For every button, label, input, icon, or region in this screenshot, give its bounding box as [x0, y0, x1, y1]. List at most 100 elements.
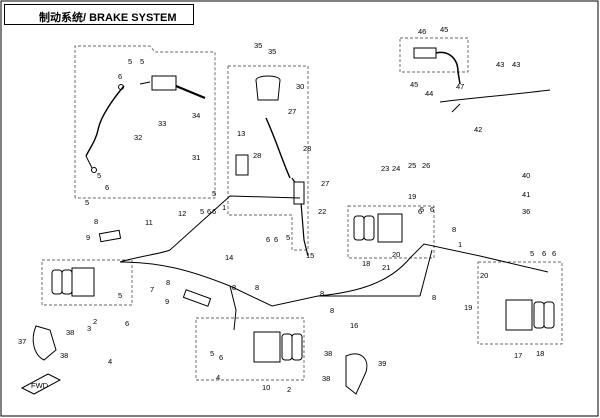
calipers: [51, 213, 555, 363]
callout: 23: [381, 164, 389, 173]
callout: 6: [430, 205, 434, 214]
callout: 18: [362, 259, 370, 268]
callout: 42: [474, 125, 482, 134]
callout: 1: [458, 240, 462, 249]
title-box: 制动系统/ BRAKE SYSTEM: [4, 4, 194, 25]
brake-lines: [119, 195, 549, 331]
group-boxes: [41, 37, 563, 381]
group-box-right-caliper: [477, 261, 563, 345]
callout: 8: [320, 289, 324, 298]
callout: 6: [207, 207, 211, 216]
callout: 20: [480, 271, 488, 280]
callout: 8: [330, 306, 334, 315]
callout: 8: [452, 225, 456, 234]
callout: 5: [97, 171, 101, 180]
callout: 35: [254, 41, 262, 50]
callout: 18: [536, 349, 544, 358]
handbrake-lever: [413, 47, 551, 113]
callout: 1: [222, 203, 226, 212]
callout: 44: [425, 89, 433, 98]
callout: 33: [158, 119, 166, 128]
callout: 47: [456, 82, 464, 91]
callout: 43: [496, 60, 504, 69]
callout: 10: [262, 383, 270, 392]
callout: 26: [422, 161, 430, 170]
callout: 46: [418, 27, 426, 36]
callout: 32: [134, 133, 142, 142]
callout: 41: [522, 190, 530, 199]
callout: 5: [128, 57, 132, 66]
callout: 7: [150, 285, 154, 294]
callout: 38: [324, 349, 332, 358]
callout: 4: [216, 373, 220, 382]
group-box-left-caliper: [41, 259, 133, 306]
group-box-rear-master: [227, 65, 309, 251]
callout: 6: [219, 353, 223, 362]
callout: 9: [86, 233, 90, 242]
callout: 4: [108, 357, 112, 366]
callout: 28: [253, 151, 261, 160]
callout: 22: [318, 207, 326, 216]
callout: 6: [105, 183, 109, 192]
callout: 5: [200, 207, 204, 216]
callout: 16: [350, 321, 358, 330]
group-box-front-master: [74, 45, 216, 199]
callout: 11: [145, 218, 153, 227]
callout: 30: [296, 82, 304, 91]
callout: 40: [522, 171, 530, 180]
callout: 14: [225, 253, 233, 262]
guards: [32, 229, 368, 395]
callout: 35: [268, 47, 276, 56]
rear-reservoir: [235, 75, 309, 257]
callout: 13: [237, 129, 245, 138]
callout: 27: [321, 179, 329, 188]
callout: 8: [432, 293, 436, 302]
callout: 5: [85, 198, 89, 207]
callout: 38: [60, 351, 68, 360]
callout: 19: [408, 192, 416, 201]
callout: 39: [378, 359, 386, 368]
callout: 19: [464, 303, 472, 312]
callout: 9: [165, 297, 169, 306]
fwd-badge: FWD: [20, 373, 62, 395]
callout: 6: [552, 249, 556, 258]
callout: 6: [212, 207, 216, 216]
group-box-handbrake: [399, 37, 469, 73]
callout: 45: [410, 80, 418, 89]
callout: 6: [125, 319, 129, 328]
group-box-right-top-caliper: [347, 205, 435, 259]
callout: 5: [212, 189, 216, 198]
callout: 21: [382, 263, 390, 272]
callouts: 1 2 2 3 4 4 5 5 5 5 5 5 5 6 6 6 6 6 6 6 …: [18, 25, 556, 394]
callout: 17: [514, 351, 522, 360]
callout: 28: [303, 144, 311, 153]
fwd-label: FWD: [31, 381, 49, 390]
callout: 6: [274, 235, 278, 244]
callout: 12: [178, 209, 186, 218]
front-master-cylinder: [85, 75, 206, 173]
callout: 43: [512, 60, 520, 69]
callout: 8: [94, 217, 98, 226]
callout: 38: [66, 328, 74, 337]
callout: 8: [232, 283, 236, 292]
callout: 3: [87, 324, 91, 333]
callout: 6: [266, 235, 270, 244]
callout: 36: [522, 207, 530, 216]
callout: 15: [306, 251, 314, 260]
callout: 6: [542, 249, 546, 258]
callout: 45: [440, 25, 448, 34]
callout: 6: [118, 72, 122, 81]
callout: 8: [166, 278, 170, 287]
callout: 5: [420, 205, 424, 214]
callout: 31: [192, 153, 200, 162]
callout: 5: [530, 249, 534, 258]
callout: 38: [322, 374, 330, 383]
callout: 25: [408, 161, 416, 170]
page-title: 制动系统/ BRAKE SYSTEM: [39, 12, 177, 24]
callout: 20: [392, 250, 400, 259]
callout: 5: [118, 291, 122, 300]
callout: 8: [255, 283, 259, 292]
callout: 27: [288, 107, 296, 116]
